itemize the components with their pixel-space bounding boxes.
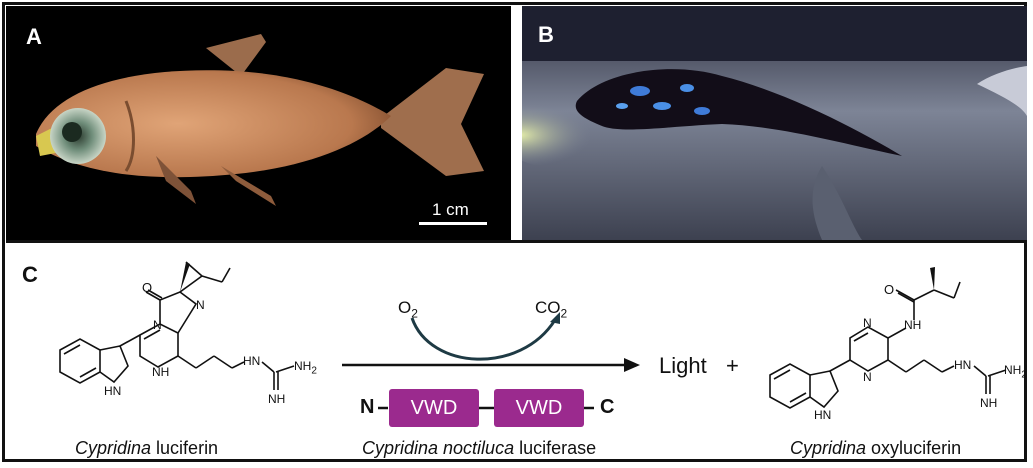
bioluminescent-spot — [630, 86, 650, 96]
atom-n-guanidine: HN — [243, 354, 261, 368]
anal-fin — [221, 166, 276, 206]
tank-illustration — [522, 6, 1027, 240]
indole-pyrrole-ring — [99, 345, 129, 384]
reaction-arrow-head — [624, 358, 640, 372]
panel-c-label: C — [22, 262, 38, 287]
atom-nh-imine: NH — [980, 396, 998, 410]
oxyluciferin-structure — [769, 281, 1007, 409]
panel-a-label: A — [26, 24, 42, 49]
atom-nh-ring: NH — [152, 365, 170, 379]
panel-b-label: B — [538, 22, 554, 47]
pelvic-fin — [156, 156, 196, 204]
atom-nh2: NH2 — [294, 359, 317, 377]
tank-rock — [812, 166, 862, 240]
atom-n-pyrazine-bottom: N — [863, 370, 872, 384]
bioluminescent-spot — [694, 107, 710, 115]
luciferin-caption: Cypridina luciferin — [75, 438, 219, 458]
panel-divider-vertical — [513, 6, 520, 240]
atom-hn-indole: HN — [814, 408, 832, 422]
tank-top-shadow — [522, 6, 1027, 61]
dark-fish-body — [575, 69, 902, 156]
n-terminus-label: N — [360, 396, 375, 418]
atom-hn-indole: HN — [104, 384, 122, 398]
fish-pupil — [62, 122, 82, 142]
curved-arrow-head — [550, 312, 560, 324]
tank-reflection — [977, 66, 1027, 116]
plus-sign: + — [726, 353, 739, 378]
fish-illustration — [36, 34, 484, 206]
vwd-domain-2: VWD — [494, 389, 584, 427]
pyrazine-ring — [849, 326, 889, 372]
dorsal-fin — [206, 34, 266, 76]
atom-nh2: NH2 — [1004, 363, 1027, 381]
atom-nh-imine: NH — [268, 392, 286, 406]
atom-o: O — [142, 280, 153, 295]
atom-n: N — [196, 298, 205, 312]
oxygen-label: O2 — [398, 298, 418, 321]
bioluminescent-spot — [616, 103, 628, 109]
curved-arrow — [410, 317, 557, 361]
scale-bar-label: 1 cm — [432, 200, 469, 219]
wedge-bond — [180, 262, 190, 292]
atom-n-guanidine: HN — [954, 358, 972, 372]
oxyluciferin-caption: Cypridina oxyluciferin — [790, 438, 962, 458]
gill-line — [124, 100, 135, 172]
panel-b-glowing-fish-photo: B — [522, 6, 1027, 240]
atom-nh-amide: NH — [904, 318, 922, 332]
luciferin-structure — [59, 261, 295, 390]
panel-divider-horizontal — [6, 240, 1027, 243]
panel-a-fish-photo: A 1 cm — [6, 6, 511, 240]
indole-pyrrole-ring — [809, 370, 839, 409]
scale-bar — [419, 222, 487, 225]
luciferase-caption: Cypridina noctiluca luciferase — [362, 438, 597, 458]
carbon-dioxide-label: CO2 — [535, 298, 568, 321]
light-label: Light — [659, 353, 707, 378]
bioluminescent-spot — [653, 102, 671, 110]
fish-body — [36, 70, 391, 178]
atom-n-pyrazine-top: N — [863, 316, 872, 330]
atom-n-bridge: N — [153, 318, 162, 332]
vwd-domain-1: VWD — [389, 389, 479, 427]
bioluminescent-spot — [680, 84, 694, 92]
wedge-bond — [930, 267, 935, 290]
atom-o-amide: O — [884, 282, 895, 297]
c-terminus-label: C — [600, 396, 615, 418]
tail-fin — [381, 68, 484, 176]
